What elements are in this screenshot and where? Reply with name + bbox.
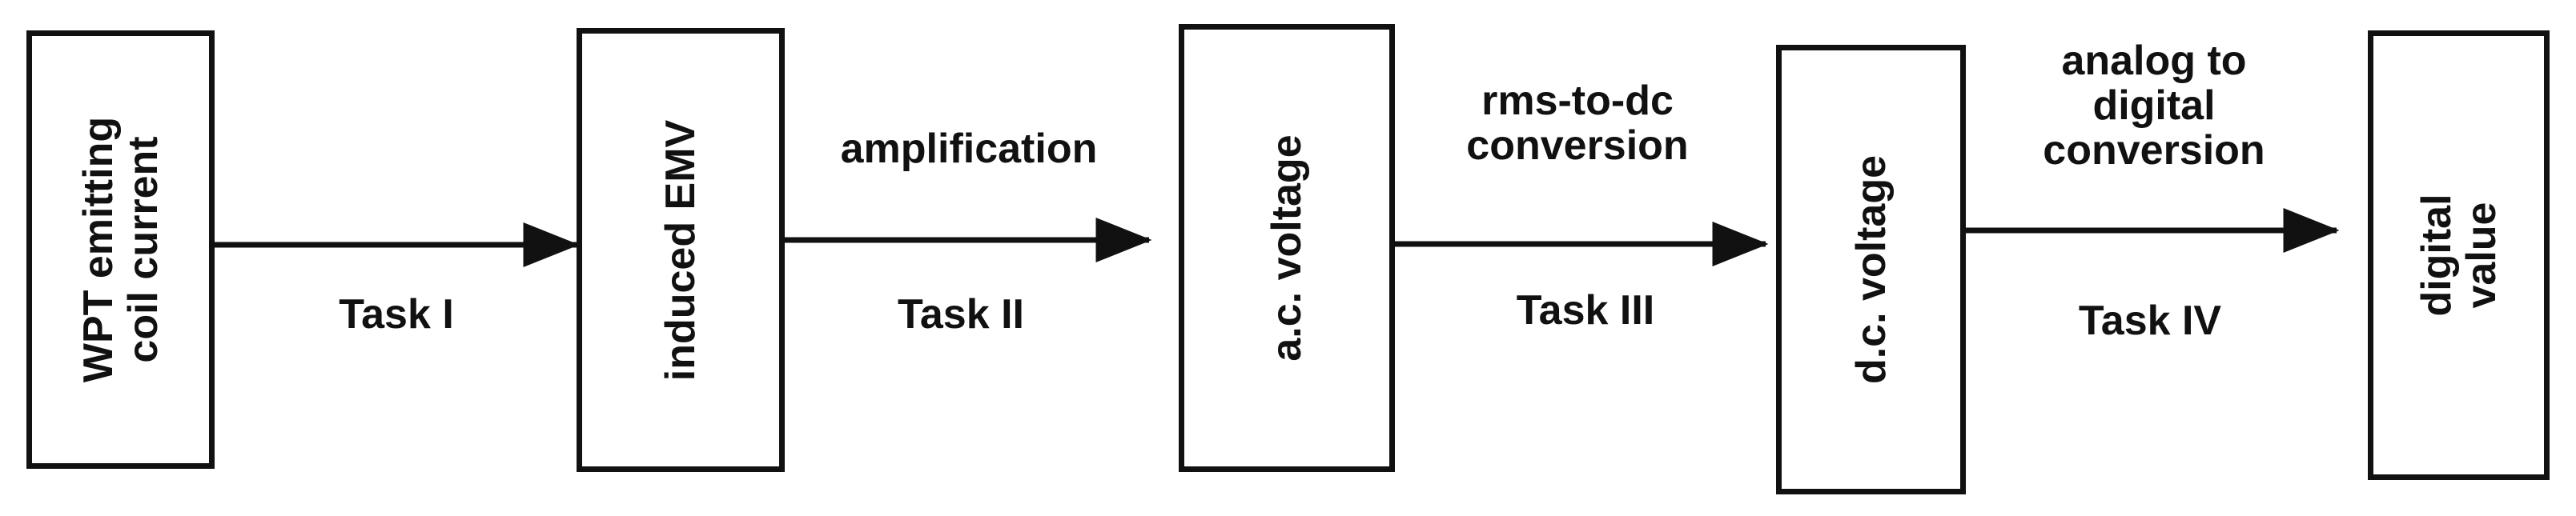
block-digital-value-line-1: digital [2413, 194, 2460, 317]
task-3-label: Task III [1516, 287, 1655, 334]
process-rms-to-dc-line-1: rms-to-dc [1481, 78, 1674, 124]
block-coil-current: WPT emitting coil current [26, 30, 215, 469]
process-analog-to-digital-line-2: digital [2092, 82, 2216, 129]
task-2-label: Task II [897, 291, 1024, 338]
block-ac-voltage-label: a.c. voltage [1264, 134, 1310, 362]
process-analog-to-digital-label: analog to digital conversion [1994, 38, 2314, 173]
block-coil-current-line-1: WPT emitting [74, 116, 122, 383]
block-coil-current-label: WPT emitting coil current [74, 116, 167, 383]
block-induced-emv-line-1: induced EMV [657, 119, 704, 381]
process-amplification-line-1: amplification [840, 126, 1098, 172]
block-ac-voltage: a.c. voltage [1179, 24, 1395, 472]
process-rms-to-dc-line-2: conversion [1466, 122, 1689, 169]
block-coil-current-line-2: coil current [119, 136, 167, 363]
process-amplification-label: amplification [797, 126, 1141, 171]
task-1-label: Task I [339, 291, 454, 338]
block-dc-voltage: d.c. voltage [1776, 45, 1966, 494]
block-ac-voltage-line-1: a.c. voltage [1264, 134, 1310, 362]
block-induced-emv: induced EMV [577, 28, 785, 472]
block-digital-value-line-2: value [2457, 202, 2505, 309]
block-digital-value: digital value [2368, 30, 2550, 480]
process-analog-to-digital-line-3: conversion [2043, 127, 2265, 174]
process-analog-to-digital-line-1: analog to [2061, 38, 2247, 84]
block-dc-voltage-label: d.c. voltage [1847, 154, 1895, 385]
block-digital-value-label: digital value [2413, 194, 2505, 317]
task-4-label: Task IV [2078, 298, 2222, 344]
block-dc-voltage-line-1: d.c. voltage [1847, 154, 1895, 385]
process-rms-to-dc-label: rms-to-dc conversion [1409, 78, 1746, 168]
block-induced-emv-label: induced EMV [657, 119, 704, 381]
